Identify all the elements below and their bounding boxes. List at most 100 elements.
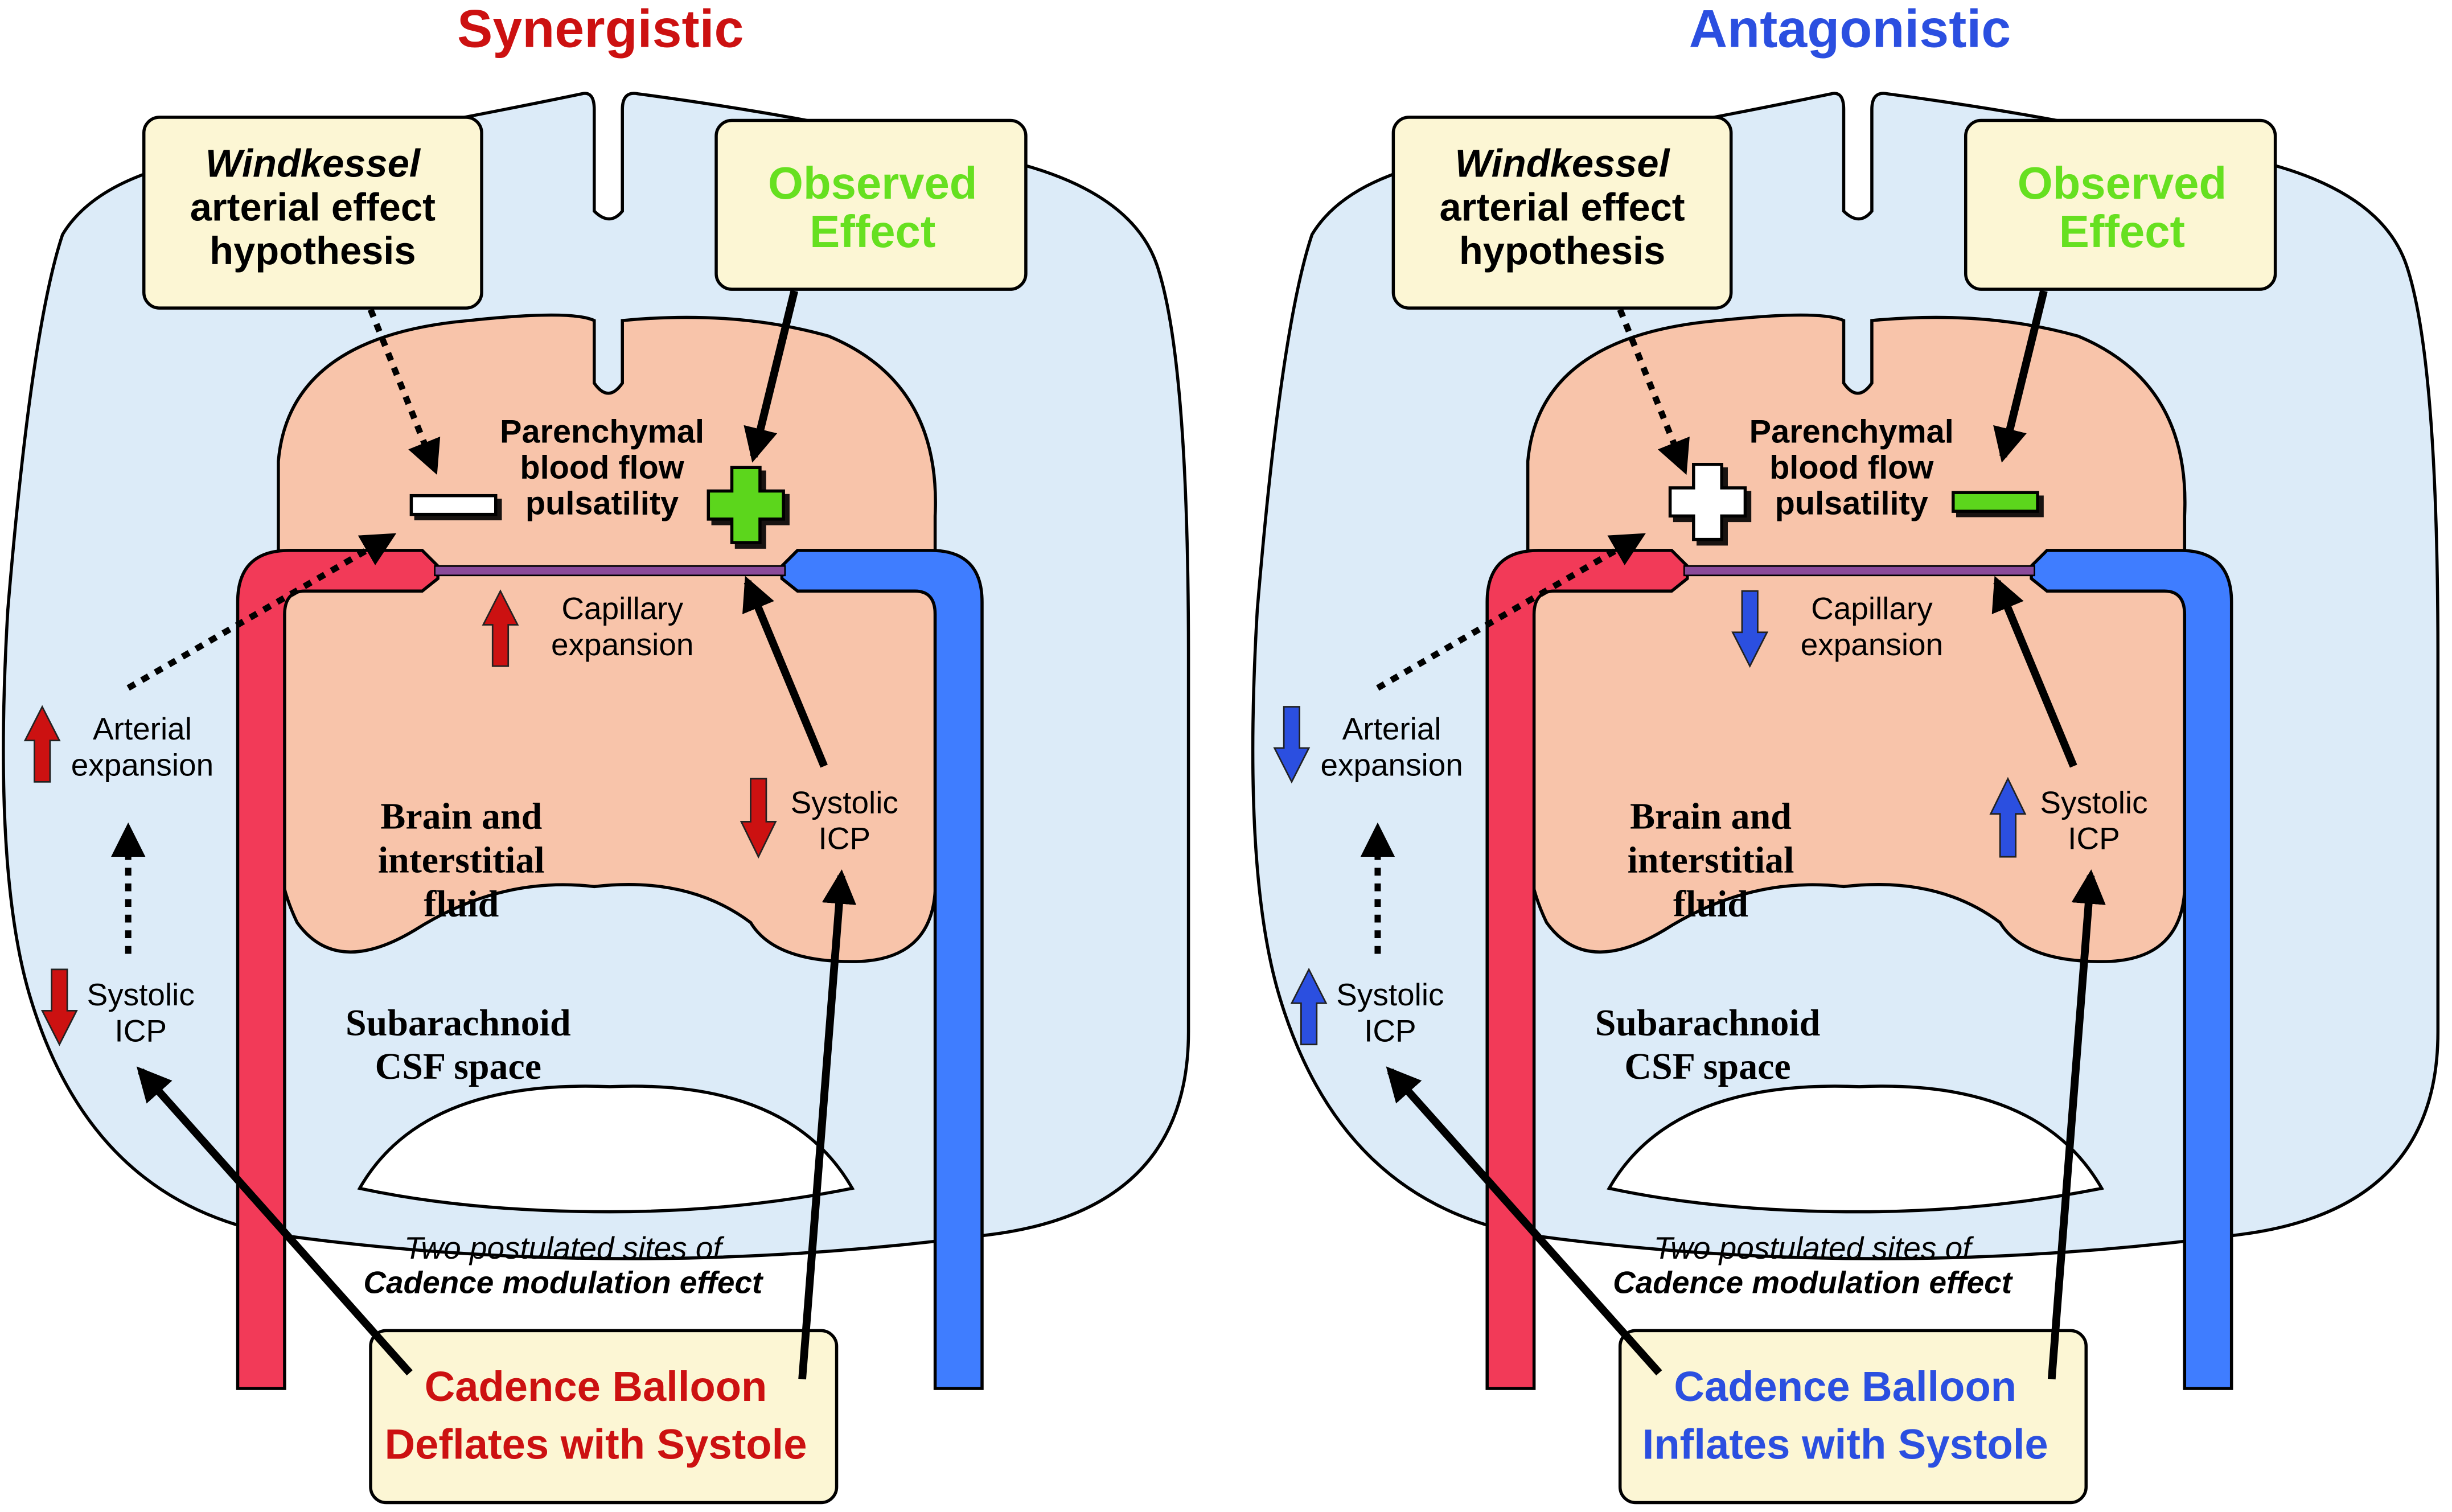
- hypothesis-text-line: Windkessel: [206, 141, 421, 185]
- solid-arrow-balloon-to-left-icp: [1386, 1066, 1662, 1376]
- capillary-label-line: Capillary: [1811, 591, 1933, 626]
- cadence-balloon-text-line: Cadence Balloon: [425, 1363, 767, 1410]
- observed-plus-sign: [707, 466, 785, 544]
- hypothesis-text-line: arterial effect: [190, 185, 436, 229]
- dotted-arrow-arterial-to-pulsatility: [1376, 533, 1646, 691]
- solid-arrow-icp-to-capillary: [742, 576, 828, 768]
- capillary-label-line: Capillary: [561, 591, 683, 626]
- dotted-arrow-hypothesis-to-pulsatility: [1617, 308, 1690, 475]
- capillary-vessel: [1683, 565, 2035, 577]
- observed-effect-text-line: Effect: [810, 206, 935, 257]
- arterial-label-line: Arterial: [1342, 711, 1441, 746]
- hypothesis-text-line: hypothesis: [210, 229, 416, 273]
- parenchymal-label-line: Parenchymal: [1749, 413, 1954, 450]
- hypothesis-minus-sign: [409, 494, 498, 516]
- postulated-sites-label-line: Two postulated sites of: [1654, 1230, 1974, 1266]
- brain-label-line: Brain and: [380, 796, 542, 837]
- solid-arrow-observed-to-pulsatility: [744, 290, 799, 463]
- hypothesis-box: [1391, 116, 1733, 310]
- capillary-direction-arrow: [482, 589, 519, 667]
- observed-effect-box: [714, 118, 1028, 291]
- brain-label-line: fluid: [1673, 884, 1748, 925]
- observed-minus-sign: [1952, 491, 2039, 513]
- capillary-label-line: expansion: [1801, 627, 1943, 662]
- hypothesis-plus-sign: [1668, 463, 1747, 541]
- parenchymal-label-line: blood flow: [520, 449, 684, 486]
- arterial-label-line: expansion: [1320, 747, 1463, 782]
- icp-right-direction-arrow: [740, 778, 777, 859]
- capillary-vessel: [434, 565, 786, 577]
- arterial-label-line: Arterial: [93, 711, 192, 746]
- cadence-balloon-text-line: Cadence Balloon: [1674, 1363, 2016, 1410]
- systolic-icp-right-label-line: Systolic: [791, 784, 898, 820]
- subarachnoid-label-line: Subarachnoid: [346, 1002, 571, 1043]
- brain-label-line: Brain and: [1630, 796, 1792, 837]
- vein-vessel: [2030, 549, 2233, 1390]
- parenchymal-label-line: blood flow: [1769, 449, 1933, 486]
- solid-arrow-balloon-to-left-icp: [136, 1066, 413, 1376]
- cadence-balloon-box: [1618, 1329, 2088, 1505]
- cadence-balloon-box: [369, 1329, 839, 1505]
- subarachnoid-label-line: CSF space: [1624, 1046, 1790, 1087]
- brain-parenchyma: [277, 313, 937, 963]
- basal-cistern: [1607, 1084, 2104, 1214]
- observed-effect-box: [1964, 118, 2277, 291]
- hypothesis-text-line: arterial effect: [1439, 185, 1685, 229]
- panel-title: Synergistic: [457, 0, 744, 58]
- hypothesis-box: [142, 116, 483, 310]
- dotted-arrow-arterial-to-pulsatility: [126, 533, 397, 691]
- cadence-balloon-text-line: Inflates with Systole: [1642, 1421, 2048, 1468]
- subarachnoid-label-line: CSF space: [375, 1046, 541, 1087]
- subarachnoid-label-line: Subarachnoid: [1595, 1002, 1821, 1043]
- postulated-sites-label-line: Cadence modulation effect: [1613, 1264, 2014, 1300]
- hypothesis-text-line: Windkessel: [1455, 141, 1670, 185]
- arterial-label-line: expansion: [71, 747, 213, 782]
- systolic-icp-right-label-line: ICP: [2068, 820, 2120, 856]
- arterial-direction-arrow: [1273, 706, 1311, 784]
- systolic-icp-right-label-line: Systolic: [2040, 784, 2147, 820]
- observed-effect-text-line: Effect: [2059, 206, 2185, 257]
- vein-vessel: [780, 549, 984, 1390]
- cadence-balloon-text-line: Deflates with Systole: [385, 1421, 807, 1468]
- dotted-arrow-hypothesis-to-pulsatility: [367, 308, 441, 475]
- solid-arrow-observed-to-pulsatility: [1993, 290, 2048, 463]
- postulated-sites-label-line: Cadence modulation effect: [363, 1264, 764, 1300]
- capillary-label-line: expansion: [551, 627, 693, 662]
- solid-arrow-icp-to-capillary: [1991, 576, 2077, 768]
- solid-arrow-balloon-to-right-icp: [2047, 869, 2106, 1380]
- parenchymal-label-line: pulsatility: [1775, 486, 1928, 522]
- solid-arrow-balloon-to-right-icp: [798, 869, 857, 1380]
- observed-effect-text-line: Observed: [768, 158, 977, 208]
- brain-label-line: fluid: [424, 884, 499, 925]
- systolic-icp-left-label-line: Systolic: [87, 977, 195, 1012]
- brain-label-line: interstitial: [378, 840, 545, 881]
- icp-left-direction-arrow: [1290, 967, 1328, 1046]
- hypothesis-text-line: hypothesis: [1459, 229, 1665, 273]
- parenchymal-label-line: Parenchymal: [500, 413, 704, 450]
- systolic-icp-left-label-line: ICP: [114, 1013, 167, 1048]
- postulated-sites-label-line: Two postulated sites of: [404, 1230, 724, 1266]
